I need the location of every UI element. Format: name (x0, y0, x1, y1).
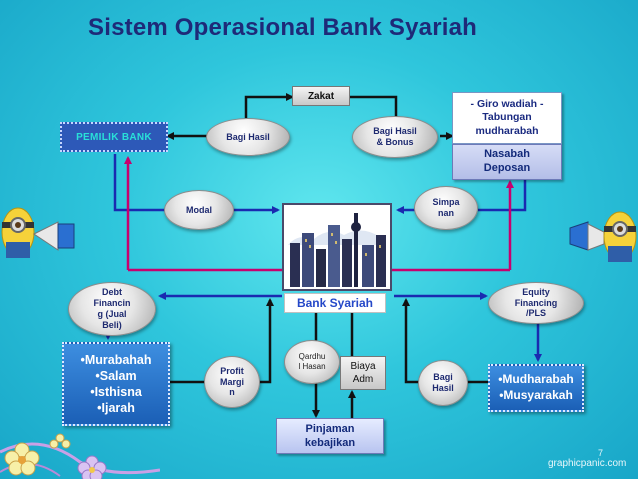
bank-syariah-label: Bank Syariah (296, 296, 374, 310)
pemilik-bank-label: PEMILIK BANK (76, 131, 152, 143)
mudharabah-item: •Mudharabah (498, 372, 574, 387)
ijarah-item: •Ijarah (97, 401, 135, 416)
connector-zakat-left (244, 93, 294, 118)
connector-bagi-bank (402, 298, 420, 384)
slide-number: 7 (598, 448, 604, 458)
bagi-hasil-bottom-label: Bagi Hasil (432, 372, 454, 393)
page-title: Sistem Operasional Bank Syariah (88, 14, 478, 41)
bagi-hasil-top-label: Bagi Hasil (226, 131, 270, 142)
modal-label: Modal (186, 204, 212, 215)
simpanan-label: Simpa nan (432, 197, 460, 218)
musyarakah-item: •Musyarakah (499, 388, 573, 402)
bagi-hasil-top-ellipse: Bagi Hasil (206, 118, 290, 156)
debt-financing-label: Debt Financin g (Jual Beli) (93, 287, 131, 330)
bagi-hasil-bonus-ellipse: Bagi Hasil & Bonus (352, 116, 438, 158)
city-skyline-icon (284, 205, 390, 289)
murabahah-item: •Murabahah (80, 352, 152, 367)
murabahah-list-box: •Murabahah •Salam •Isthisna •Ijarah (62, 342, 170, 426)
giro-tabungan-label: - Giro wadiah - Tabungan mudharabah (470, 98, 544, 137)
nasabah-deposan-box: Nasabah Deposan (452, 144, 562, 180)
bagi-hasil-bottom-ellipse: Bagi Hasil (418, 360, 468, 406)
salam-item: •Salam (95, 368, 137, 383)
equity-financing-ellipse: Equity Financing /PLS (488, 282, 584, 324)
debt-financing-ellipse: Debt Financin g (Jual Beli) (68, 282, 156, 336)
simpanan-ellipse: Simpa nan (414, 186, 478, 230)
left-minion-icon (0, 196, 80, 260)
equity-financing-label: Equity Financing /PLS (514, 286, 558, 319)
connector-profit-bank (258, 298, 274, 384)
mudharabah-list-box: •Mudharabah •Musyarakah (488, 364, 584, 412)
biaya-adm-box: Biaya Adm (340, 356, 386, 390)
nasabah-deposan-label: Nasabah Deposan (483, 148, 531, 174)
pemilik-bank-box: PEMILIK BANK (60, 122, 168, 152)
watermark: graphicpanic.com (548, 458, 627, 469)
giro-tabungan-box: - Giro wadiah - Tabungan mudharabah (452, 92, 562, 144)
connector-pemilik-modal (113, 154, 166, 212)
pinjaman-kebajikan-label: Pinjaman kebajikan (304, 422, 356, 449)
bank-building-image (282, 203, 392, 291)
qardhul-hasan-ellipse: Qardhu l Hasan (284, 340, 340, 384)
right-minion-icon (568, 200, 638, 264)
biaya-adm-label: Biaya Adm (350, 361, 376, 385)
pinjaman-kebajikan-box: Pinjaman kebajikan (276, 418, 384, 454)
profit-margin-ellipse: Profit Margi n (204, 356, 260, 408)
connector-nasabah-simpanan (478, 180, 527, 212)
profit-margin-label: Profit Margi n (219, 365, 244, 398)
qardhul-hasan-label: Qardhu l Hasan (298, 352, 326, 371)
zakat-box: Zakat (292, 86, 350, 106)
flower-decoration-icon (0, 392, 161, 479)
connector-zakat-right (336, 93, 398, 118)
modal-ellipse: Modal (164, 190, 234, 230)
zakat-label: Zakat (307, 90, 335, 102)
bank-syariah-label-box: Bank Syariah (284, 293, 386, 313)
isthisna-item: •Isthisna (90, 385, 142, 399)
bagi-hasil-bonus-label: Bagi Hasil & Bonus (373, 126, 417, 147)
